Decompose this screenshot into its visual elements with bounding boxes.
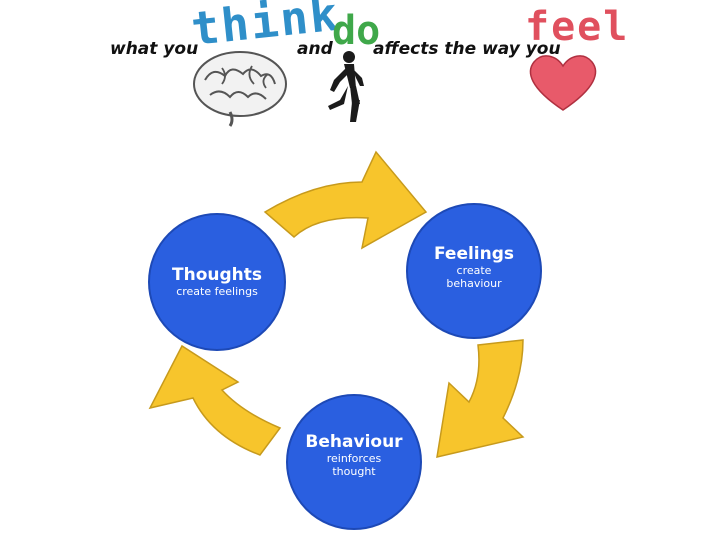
banner-phrase-affects: affects the way you <box>373 39 561 59</box>
banner-phrase-what-you: what you <box>110 39 198 59</box>
banner: what you think and do affects the way yo… <box>110 0 629 127</box>
node-feelings-subtitle-2: behaviour <box>446 277 502 290</box>
banner-word-do: do <box>332 8 380 54</box>
node-behaviour-title: Behaviour <box>305 432 403 452</box>
node-behaviour: Behaviour reinforces thought <box>286 394 422 530</box>
arrow-thoughts-to-feelings <box>263 150 428 250</box>
arrow-behaviour-to-thoughts <box>148 344 282 456</box>
node-feelings: Feelings create behaviour <box>406 203 542 339</box>
node-thoughts-title: Thoughts <box>172 265 262 285</box>
node-feelings-subtitle-1: create <box>457 264 492 277</box>
node-behaviour-subtitle-2: thought <box>332 465 376 478</box>
arrow-feelings-to-behaviour <box>436 339 525 458</box>
node-thoughts-subtitle-1: create feelings <box>176 285 258 298</box>
banner-word-feel: feel <box>525 4 629 50</box>
runner-icon <box>328 51 364 122</box>
banner-phrase-and: and <box>297 39 334 59</box>
node-feelings-title: Feelings <box>434 244 514 264</box>
node-behaviour-subtitle-1: reinforces <box>327 452 382 465</box>
brain-icon <box>193 51 287 127</box>
cycle-diagram: Thoughts create feelings Feelings create… <box>148 150 542 530</box>
node-thoughts: Thoughts create feelings <box>148 213 286 351</box>
heart-icon <box>529 55 597 111</box>
